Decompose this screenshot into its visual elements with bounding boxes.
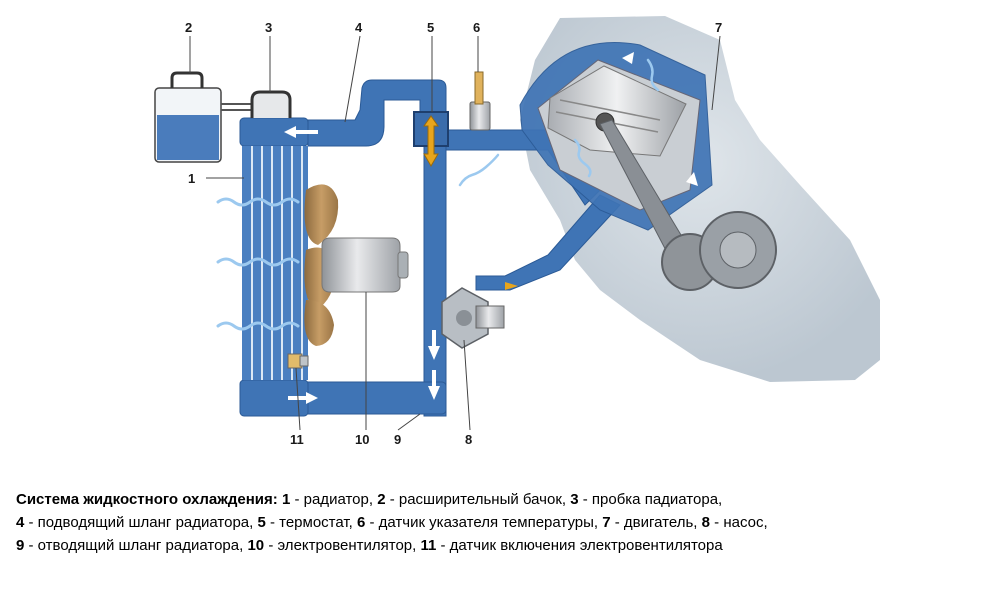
- caption-text: - подводящий шланг радиатора,: [24, 514, 258, 531]
- callout-7: 7: [715, 20, 722, 35]
- caption-text: - датчик указателя температуры,: [365, 514, 603, 531]
- callout-2: 2: [185, 20, 192, 35]
- caption-title: Система жидкостного охлаждения:: [16, 491, 278, 508]
- engine-flow-arrows: [458, 58, 660, 187]
- radiator-cap-icon: [250, 90, 292, 118]
- callout-1: 1: [188, 171, 195, 186]
- caption-line-1: Система жидкостного охлаждения: 1 - ради…: [16, 488, 991, 511]
- caption-text: - расширительный бачок,: [385, 491, 571, 508]
- caption-num: 6: [356, 514, 366, 531]
- caption-text: - термостат,: [265, 514, 357, 531]
- coolant-flow-arrows: [284, 126, 440, 404]
- callout-9: 9: [394, 432, 401, 447]
- caption-text: - отводящий шланг радиатора,: [24, 537, 248, 554]
- caption-text: - электровентилятор,: [264, 537, 421, 554]
- callout-10: 10: [355, 432, 369, 447]
- engine-flow-arrowheads: [505, 52, 698, 290]
- air-flow-arrows: [216, 197, 300, 331]
- caption-num: 7: [602, 514, 611, 531]
- callout-8: 8: [465, 432, 472, 447]
- caption-text: - радиатор,: [290, 491, 378, 508]
- caption-text: - пробка падиатора,: [578, 491, 723, 508]
- callout-3: 3: [265, 20, 272, 35]
- fan-blades: [304, 184, 339, 346]
- caption-num: 10: [247, 537, 265, 554]
- caption-num: 4: [16, 514, 25, 531]
- caption-text: - насос,: [709, 514, 768, 531]
- cooling-system-diagram: 2 3 4 5 6 7 1 8 9 10 11: [154, 16, 880, 447]
- caption-num: 3: [570, 491, 579, 508]
- caption-num: 1: [281, 491, 291, 508]
- caption-num: 9: [16, 537, 25, 554]
- caption-num: 8: [701, 514, 710, 531]
- caption-num: 11: [420, 537, 437, 554]
- thermostat: [413, 111, 449, 167]
- caption-line-3: 9 - отводящий шланг радиатора, 10 - элек…: [16, 534, 991, 557]
- caption-line-2: 4 - подводящий шланг радиатора, 5 - терм…: [16, 511, 991, 534]
- callout-5: 5: [427, 20, 434, 35]
- caption-num: 5: [257, 514, 266, 531]
- caption-text: - датчик включения электровентилятора: [436, 537, 723, 554]
- fan-switch-sensor: [287, 353, 309, 369]
- caption-num: 2: [377, 491, 386, 508]
- electric-fan-motor: [321, 237, 409, 293]
- caption-text: - двигатель,: [610, 514, 702, 531]
- temperature-sensor: [469, 71, 491, 131]
- callout-lines: [189, 35, 721, 431]
- engine-internals: [537, 59, 777, 291]
- callout-4: 4: [355, 20, 363, 35]
- figure-caption: Система жидкостного охлаждения: 1 - ради…: [16, 488, 991, 557]
- callout-6: 6: [473, 20, 480, 35]
- callout-11: 11: [290, 432, 304, 447]
- water-pump: [441, 287, 505, 349]
